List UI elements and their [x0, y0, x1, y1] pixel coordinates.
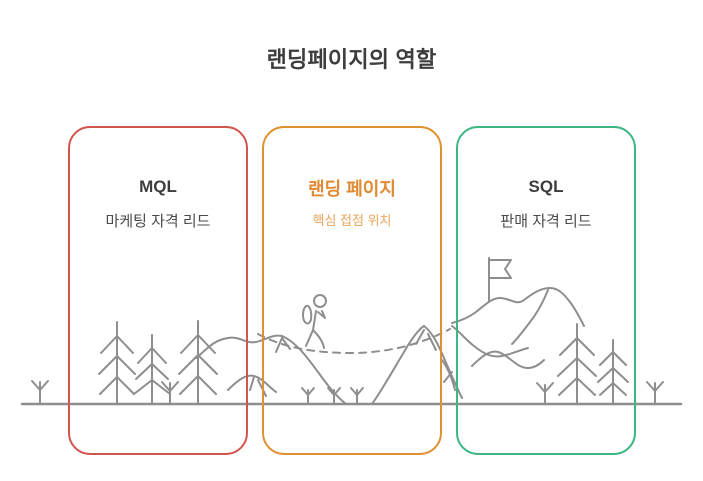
grass-sprout	[31, 380, 49, 405]
panel-landing-page-subtitle: 핵심 접점 위치	[312, 213, 392, 228]
panel-sql[interactable]: SQL 판매 자격 리드	[456, 126, 636, 455]
panel-sql-subtitle: 판매 자격 리드	[500, 213, 592, 230]
panel-landing-page-title: 랜딩 페이지	[308, 179, 396, 199]
grass-sprout	[646, 381, 664, 405]
page-title: 랜딩페이지의 역할	[266, 47, 437, 72]
panel-mql-subtitle: 마케팅 자격 리드	[105, 213, 211, 230]
panel-sql-title: SQL	[528, 177, 564, 196]
panel-mql-title: MQL	[139, 177, 177, 196]
panel-landing-page[interactable]: 랜딩 페이지 핵심 접점 위치	[262, 126, 442, 455]
panel-mql[interactable]: MQL 마케팅 자격 리드	[68, 126, 248, 455]
